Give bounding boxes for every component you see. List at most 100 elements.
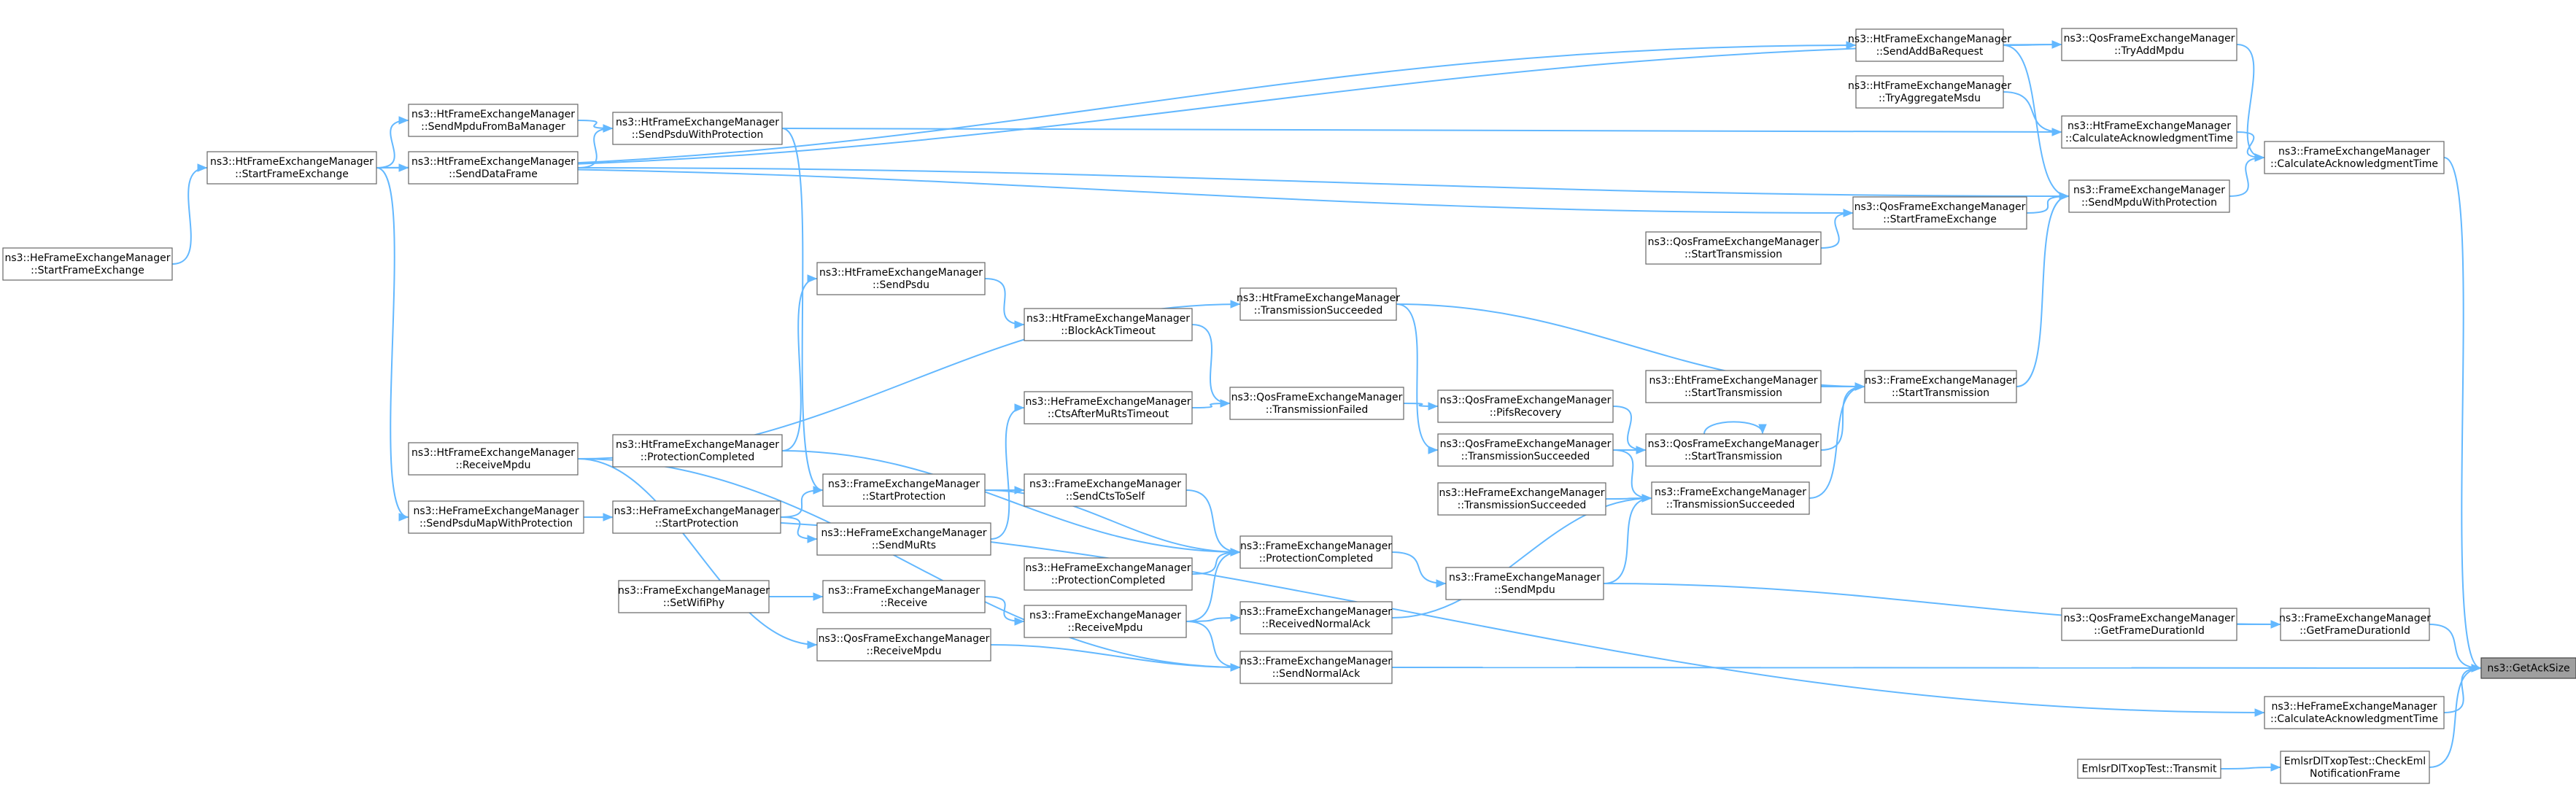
node-qos-fem-get-frame-duration-id[interactable]: ns3::QosFrameExchangeManager::GetFrameDu… bbox=[2061, 608, 2237, 641]
node-ht-fem-try-aggregate-msdu[interactable]: ns3::HtFrameExchangeManager::TryAggregat… bbox=[1848, 75, 2011, 109]
node-label-line: ::ReceiveMpdu bbox=[456, 460, 531, 471]
node-ht-fem-send-psdu-with-protection[interactable]: ns3::HtFrameExchangeManager::SendPsduWit… bbox=[612, 112, 783, 145]
node-fem-start-protection[interactable]: ns3::FrameExchangeManager::StartProtecti… bbox=[822, 473, 986, 507]
node-box bbox=[1024, 605, 1187, 638]
node-label-line: ::CtsAfterMuRtsTimeout bbox=[1048, 408, 1169, 420]
node-box bbox=[1855, 75, 2004, 109]
node-ht-fem-send-psdu[interactable]: ns3::HtFrameExchangeManager::SendPsdu bbox=[816, 262, 986, 295]
node-box bbox=[1024, 391, 1193, 424]
node-label-line: ns3::HtFrameExchangeManager bbox=[1848, 80, 2011, 92]
node-he-fem-transmission-succeeded[interactable]: ns3::HeFrameExchangeManager::Transmissio… bbox=[1437, 482, 1606, 516]
edge-arrowhead bbox=[603, 124, 614, 133]
node-get-ack-size[interactable]: ns3::GetAckSize bbox=[2480, 657, 2576, 679]
node-ht-fem-send-add-ba-request[interactable]: ns3::HtFrameExchangeManager::SendAddBaRe… bbox=[1848, 28, 2011, 62]
edge-arrowhead bbox=[1014, 320, 1025, 329]
node-box bbox=[2280, 751, 2430, 784]
node-label-line: NotificationFrame bbox=[2310, 768, 2400, 780]
node-box bbox=[612, 500, 781, 534]
edge-arrowhead bbox=[813, 486, 824, 495]
node-label-line: ns3::QosFrameExchangeManager bbox=[1648, 236, 1819, 248]
node-fem-send-mpdu[interactable]: ns3::FrameExchangeManager::SendMpdu bbox=[1445, 567, 1604, 600]
node-fem-send-normal-ack[interactable]: ns3::FrameExchangeManager::SendNormalAck bbox=[1239, 651, 1393, 684]
edge-arrowhead bbox=[1014, 403, 1025, 412]
node-qos-fem-start-transmission[interactable]: ns3::QosFrameExchangeManager::StartTrans… bbox=[1645, 433, 1822, 467]
node-qos-fem-transmission-failed[interactable]: ns3::QosFrameExchangeManager::Transmissi… bbox=[1229, 387, 1404, 420]
edge-qos-fem-pifs-recovery-to-qos-fem-start-transmission bbox=[1612, 406, 1647, 451]
edge-he-fem-calc-ack-to-get-ack-size bbox=[2443, 667, 2482, 713]
edge-qos-fem-start-transmission-top-to-qos-fem-start-frame-exchange bbox=[1820, 212, 1854, 249]
node-box bbox=[1437, 482, 1606, 516]
node-label-line: ns3::HtFrameExchangeManager bbox=[1026, 313, 1190, 325]
node-label-line: ::ProtectionCompleted bbox=[641, 451, 755, 463]
node-label-line: ns3::FrameExchangeManager bbox=[1240, 656, 1392, 667]
node-ht-fem-send-data-frame[interactable]: ns3::HtFrameExchangeManager::SendDataFra… bbox=[408, 151, 579, 185]
edge-he-fem-send-mu-rts-to-he-fem-cts-after-mu-rts-timeout bbox=[990, 407, 1025, 540]
edge-arrowhead bbox=[1230, 613, 1241, 622]
edge-qos-fem-start-transmission-to-qos-fem-start-transmission bbox=[1703, 421, 1763, 435]
node-he-fem-protection-completed[interactable]: ns3::HeFrameExchangeManager::ProtectionC… bbox=[1024, 557, 1193, 591]
node-qos-fem-start-transmission-top[interactable]: ns3::QosFrameExchangeManager::StartTrans… bbox=[1645, 231, 1822, 265]
node-ht-fem-protection-completed[interactable]: ns3::HtFrameExchangeManager::ProtectionC… bbox=[612, 434, 783, 468]
node-box bbox=[2480, 657, 2576, 679]
node-box bbox=[408, 104, 579, 137]
node-he-fem-send-psdu-map-with-protection[interactable]: ns3::HeFrameExchangeManager::SendPsduMap… bbox=[408, 500, 584, 534]
node-ht-fem-transmission-succeeded[interactable]: ns3::HtFrameExchangeManager::Transmissio… bbox=[1237, 287, 1400, 321]
node-ht-fem-receive-mpdu[interactable]: ns3::HtFrameExchangeManager::ReceiveMpdu bbox=[408, 442, 579, 476]
node-ht-fem-start-frame-exchange[interactable]: ns3::HtFrameExchangeManager::StartFrameE… bbox=[206, 151, 377, 185]
node-box bbox=[1239, 651, 1393, 684]
node-qos-fem-transmission-succeeded[interactable]: ns3::QosFrameExchangeManager::Transmissi… bbox=[1437, 433, 1614, 467]
node-fem-received-normal-ack[interactable]: ns3::FrameExchangeManager::ReceivedNorma… bbox=[1239, 601, 1393, 635]
node-box bbox=[1239, 287, 1397, 321]
node-box bbox=[1239, 535, 1393, 569]
node-fem-send-mpdu-with-protection[interactable]: ns3::FrameExchangeManager::SendMpduWithP… bbox=[2068, 179, 2230, 213]
node-qos-fem-receive-mpdu[interactable]: ns3::QosFrameExchangeManager::ReceiveMpd… bbox=[816, 628, 991, 662]
edge-arrowhead bbox=[1641, 494, 1652, 503]
edge-arrowhead bbox=[1230, 663, 1241, 672]
node-fem-get-frame-duration-id[interactable]: ns3::FrameExchangeManager::GetFrameDurat… bbox=[2279, 608, 2431, 641]
node-label-line: ns3::HeFrameExchangeManager bbox=[821, 527, 986, 539]
node-ht-fem-send-mpdu-from-ba-manager[interactable]: ns3::HtFrameExchangeManager::SendMpduFro… bbox=[408, 104, 579, 137]
node-fem-set-wifi-phy[interactable]: ns3::FrameExchangeManager::SetWifiPhy bbox=[618, 580, 770, 613]
node-qos-fem-start-frame-exchange[interactable]: ns3::QosFrameExchangeManager::StartFrame… bbox=[1852, 196, 2027, 230]
node-box bbox=[1024, 557, 1193, 591]
node-fem-receive[interactable]: ns3::FrameExchangeManager::Receive bbox=[822, 580, 986, 613]
edge-ht-fem-try-aggregate-msdu-to-ht-fem-calc-ack bbox=[2003, 91, 2062, 133]
edge-arrowhead bbox=[1428, 402, 1439, 411]
edge-arrowhead bbox=[2059, 192, 2070, 201]
node-label-line: ::SendPsduWithProtection bbox=[632, 129, 764, 141]
node-he-fem-start-frame-exchange[interactable]: ns3::HeFrameExchangeManager::StartFrameE… bbox=[2, 247, 173, 281]
node-box bbox=[408, 500, 584, 534]
edge-qos-fem-receive-mpdu-to-fem-send-normal-ack bbox=[990, 644, 1241, 668]
node-he-fem-cts-after-mu-rts-timeout[interactable]: ns3::HeFrameExchangeManager::CtsAfterMuR… bbox=[1024, 391, 1193, 424]
node-label-line: ::TransmissionFailed bbox=[1266, 404, 1369, 416]
node-eht-fem-start-transmission[interactable]: ns3::EhtFrameExchangeManager::StartTrans… bbox=[1645, 370, 1822, 403]
edge-fem-transmission-succeeded-to-fem-start-transmission bbox=[1809, 386, 1865, 499]
edge-he-fem-start-protection-to-fem-start-protection bbox=[780, 489, 824, 518]
edge-ht-fem-start-frame-exchange-to-ht-fem-send-add-ba-request bbox=[376, 44, 1857, 168]
node-emlsr-transmit[interactable]: EmlsrDlTxopTest::Transmit bbox=[2077, 759, 2221, 779]
node-label-line: ::CalculateAcknowledgmentTime bbox=[2270, 158, 2438, 170]
edge-arrowhead bbox=[1636, 446, 1647, 454]
edge-arrowhead bbox=[1220, 399, 1231, 408]
node-fem-start-transmission[interactable]: ns3::FrameExchangeManager::StartTransmis… bbox=[1864, 370, 2017, 403]
node-qos-fem-try-add-mpdu[interactable]: ns3::QosFrameExchangeManager::TryAddMpdu bbox=[2061, 28, 2237, 61]
node-fem-protection-completed[interactable]: ns3::FrameExchangeManager::ProtectionCom… bbox=[1239, 535, 1393, 569]
node-ht-fem-calc-ack[interactable]: ns3::HtFrameExchangeManager::CalculateAc… bbox=[2061, 115, 2237, 149]
edge-arrowhead bbox=[398, 163, 409, 172]
node-label-line: ns3::HtFrameExchangeManager bbox=[1848, 34, 2011, 45]
node-fem-receive-mpdu[interactable]: ns3::FrameExchangeManager::ReceiveMpdu bbox=[1024, 605, 1187, 638]
node-emlsr-check-eml[interactable]: EmlsrDlTxopTest::CheckEmlNotificationFra… bbox=[2280, 751, 2430, 784]
node-label-line: EmlsrDlTxopTest::Transmit bbox=[2082, 764, 2217, 775]
node-fem-calc-ack[interactable]: ns3::FrameExchangeManager::CalculateAckn… bbox=[2264, 141, 2445, 174]
node-fem-transmission-succeeded[interactable]: ns3::FrameExchangeManager::TransmissionS… bbox=[1651, 481, 1810, 515]
edge-fem-receive-mpdu-to-fem-send-normal-ack bbox=[1185, 621, 1241, 668]
node-box bbox=[1229, 387, 1404, 420]
node-he-fem-start-protection[interactable]: ns3::HeFrameExchangeManager::StartProtec… bbox=[612, 500, 781, 534]
node-ht-fem-block-ack-timeout[interactable]: ns3::HtFrameExchangeManager::BlockAckTim… bbox=[1024, 308, 1193, 341]
edge-arrowhead bbox=[1230, 300, 1241, 309]
node-he-fem-calc-ack[interactable]: ns3::HeFrameExchangeManager::CalculateAc… bbox=[2264, 696, 2445, 729]
node-fem-send-cts-to-self[interactable]: ns3::FrameExchangeManager::SendCtsToSelf bbox=[1024, 473, 1187, 507]
node-box bbox=[1445, 567, 1604, 600]
node-he-fem-send-mu-rts[interactable]: ns3::HeFrameExchangeManager::SendMuRts bbox=[816, 522, 991, 556]
node-qos-fem-pifs-recovery[interactable]: ns3::QosFrameExchangeManager::PifsRecove… bbox=[1437, 389, 1614, 423]
